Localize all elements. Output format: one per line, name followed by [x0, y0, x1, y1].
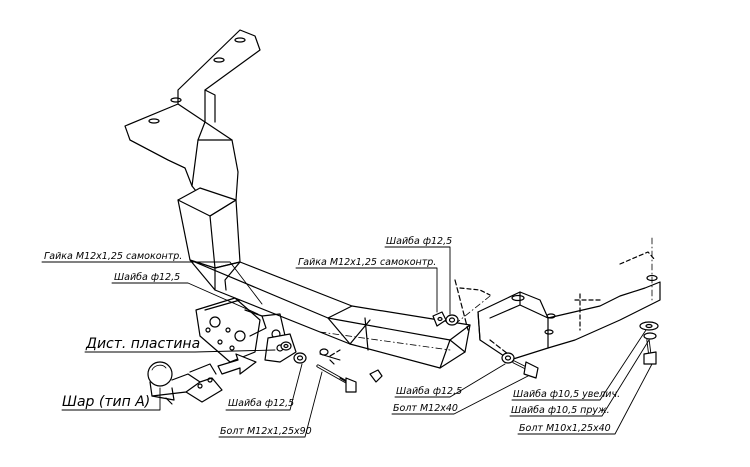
label-washer-mid-right: Шайба ф12,5: [396, 386, 462, 397]
bolt-m12x90: [316, 349, 383, 393]
label-dist-plate: Дист. пластина: [85, 336, 200, 352]
label-washer-bottom: Шайба ф12,5: [228, 398, 294, 409]
main-cross-beam: [177, 187, 471, 369]
leader-lines: [41, 246, 653, 438]
label-washer-enlarged: Шайба ф10,5 увелич.: [513, 389, 620, 400]
assembly-arrow: [217, 353, 257, 375]
label-washer-top-right: Шайба ф12,5: [386, 236, 452, 247]
bolt-m12x40: [489, 339, 539, 379]
left-mounting-bracket: [124, 29, 261, 201]
label-washer-left: Шайба ф12,5: [114, 272, 180, 283]
label-bolt-m10: Болт М10х1,25х40: [519, 423, 611, 434]
label-bolt-m12x90: Болт М12х1,25х90: [220, 426, 312, 437]
label-group: Гайка М12х1,25 самоконтр. Шайба ф12,5 Ди…: [44, 236, 620, 437]
tow-ball: [147, 361, 223, 405]
label-ball: Шар (тип А): [62, 394, 150, 410]
label-bolt-m12x40: Болт М12х40: [393, 403, 458, 414]
washer-nut-right-top: [432, 279, 469, 331]
right-mounting-bracket: [454, 237, 661, 361]
washer-nut-left-group: [280, 341, 335, 365]
distance-plate: [264, 333, 297, 363]
bolt-m10: [639, 321, 659, 365]
label-nut-right: Гайка М12х1,25 самоконтр.: [298, 257, 436, 268]
ball-mount-plate: [195, 297, 287, 363]
label-washer-spring: Шайба ф10,5 пруж.: [511, 405, 610, 416]
label-nut-left: Гайка М12х1,25 самоконтр.: [44, 251, 182, 262]
